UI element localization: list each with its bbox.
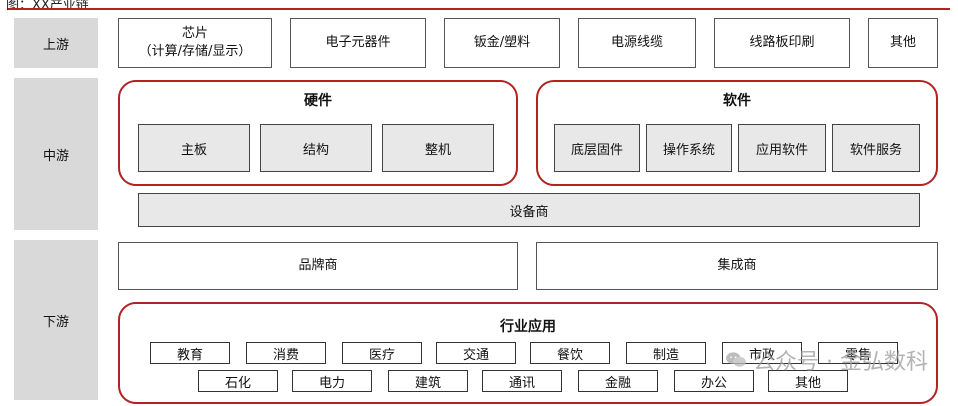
industry-consumer: 消费 [246, 342, 326, 364]
hardware-group [118, 80, 518, 186]
industry-petrochemical: 石化 [198, 370, 278, 392]
hardware-mainboard: 主板 [138, 124, 250, 172]
industry-finance: 金融 [578, 370, 658, 392]
industry-education: 教育 [150, 342, 230, 364]
industry-transport: 交通 [436, 342, 516, 364]
hardware-complete-machine: 整机 [382, 124, 494, 172]
watermark: 公众号 · 金弘数科 [725, 344, 928, 376]
tier-downstream-label: 下游 [14, 240, 98, 400]
software-services: 软件服务 [832, 124, 920, 172]
upstream-sheet-metal-plastic: 钣金/塑料 [444, 18, 560, 68]
upstream-electronic-components: 电子元器件 [290, 18, 426, 68]
top-divider [8, 8, 950, 10]
brand-vendor-box: 品牌商 [118, 242, 518, 290]
industry-catering: 餐饮 [530, 342, 610, 364]
software-title: 软件 [723, 93, 751, 109]
upstream-pcb-printing: 线路板印刷 [714, 18, 850, 68]
industry-construction: 建筑 [388, 370, 468, 392]
industry-manufacturing: 制造 [626, 342, 706, 364]
hardware-structure: 结构 [260, 124, 372, 172]
industry-office: 办公 [674, 370, 754, 392]
industry-telecom: 通讯 [482, 370, 562, 392]
software-group [536, 80, 938, 186]
figure-caption: 图：XX产业链 [6, 0, 89, 13]
tier-upstream-label: 上游 [14, 18, 98, 68]
software-firmware: 底层固件 [554, 124, 640, 172]
industry-application-group [118, 302, 938, 404]
integrator-box: 集成商 [536, 242, 938, 290]
upstream-chip-subtitle: （计算/存储/显示） [138, 44, 252, 59]
tier-midstream-label: 中游 [14, 78, 98, 230]
upstream-chip-title: 芯片 [181, 26, 208, 42]
industry-other: 其他 [768, 370, 848, 392]
upstream-power-cables: 电源线缆 [578, 18, 696, 68]
industry-application-title: 行业应用 [500, 319, 556, 335]
equipment-vendor-bar: 设备商 [138, 193, 920, 227]
hardware-title: 硬件 [304, 93, 332, 109]
industry-power: 电力 [292, 370, 372, 392]
industry-retail: 零售 [818, 342, 898, 364]
upstream-chip-box: 芯片 （计算/存储/显示） [118, 18, 272, 68]
software-operating-system: 操作系统 [646, 124, 732, 172]
software-applications: 应用软件 [738, 124, 826, 172]
wechat-icon [726, 352, 746, 367]
upstream-other: 其他 [868, 18, 938, 68]
watermark-text: 公众号 · 金弘数科 [753, 350, 928, 375]
industry-medical: 医疗 [342, 342, 422, 364]
